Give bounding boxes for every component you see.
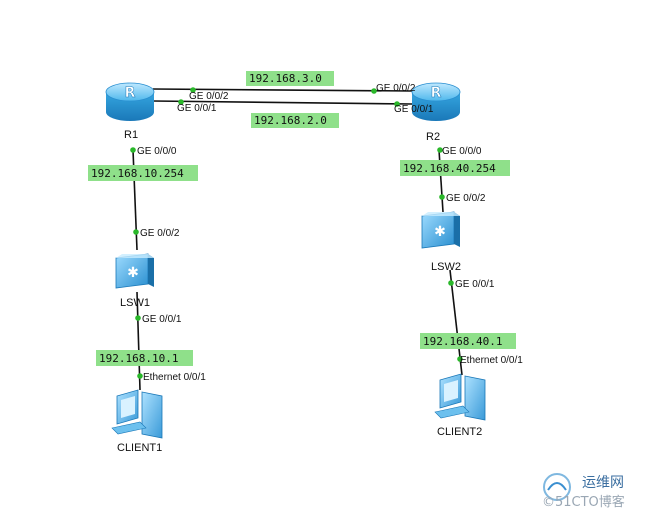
svg-text:✱: ✱ [127, 265, 139, 281]
port-label-lsw2-down: GE 0/0/1 [455, 279, 495, 290]
port-label-client2: Ethernet 0/0/1 [460, 355, 523, 366]
port-dot-r1-bottom [178, 99, 184, 105]
watermark-site: 运维网 [582, 475, 624, 491]
link-r1-r2-top[interactable] [152, 88, 413, 92]
port-label-r2-top: GE 0/0/2 [376, 83, 416, 94]
network-label-r2-down: 192.168.40.254 [400, 160, 510, 176]
router-r1[interactable]: R R1 [105, 82, 155, 141]
port-dot-lsw2-up [439, 194, 445, 200]
port-label-r1-top: GE 0/0/2 [189, 91, 229, 102]
watermark-logo-icon [543, 473, 571, 501]
port-dot-r2-down [437, 147, 443, 153]
router-icon: R [411, 82, 461, 121]
link-r2-lsw2[interactable] [438, 149, 444, 213]
svg-text:192.168.10.254: 192.168.10.254 [91, 167, 184, 180]
port-dot-lsw1-up [133, 229, 139, 235]
pc-icon [434, 373, 486, 421]
switch-lsw1-label: LSW1 [120, 297, 150, 309]
port-label-r2-down: GE 0/0/0 [442, 146, 482, 157]
network-label-client2: 192.168.40.1 [420, 333, 516, 349]
client2-label: CLIENT2 [437, 426, 482, 438]
svg-text:192.168.40.254: 192.168.40.254 [403, 162, 496, 175]
network-label-r1-r2-top: 192.168.3.0 [246, 71, 334, 86]
watermark-id: ©51CTO博客 [542, 494, 625, 510]
link-r1-r2-bottom[interactable] [152, 100, 413, 105]
svg-text:R: R [125, 85, 136, 101]
pc-icon [111, 389, 163, 439]
port-label-lsw1-up: GE 0/0/2 [140, 228, 180, 239]
client-client2[interactable]: CLIENT2 [434, 373, 486, 438]
switch-icon: ✱ [421, 211, 460, 249]
port-dot-r1-top [190, 87, 196, 93]
switch-lsw1[interactable]: ✱ LSW1 [115, 253, 154, 309]
switch-lsw2-label: LSW2 [431, 261, 461, 273]
port-label-lsw2-up: GE 0/0/2 [446, 193, 486, 204]
svg-text:R: R [431, 85, 442, 101]
port-label-r1-down: GE 0/0/0 [137, 146, 177, 157]
port-dot-client1 [137, 373, 143, 379]
router-icon: R [105, 82, 155, 121]
router-r2[interactable]: R R2 [411, 82, 461, 143]
network-label-r1-down: 192.168.10.254 [88, 165, 198, 181]
switch-lsw2[interactable]: ✱ LSW2 [421, 211, 461, 273]
client1-label: CLIENT1 [117, 442, 162, 454]
svg-text:192.168.40.1: 192.168.40.1 [423, 335, 502, 348]
port-label-lsw1-down: GE 0/0/1 [142, 314, 182, 325]
port-dot-lsw2-down [448, 280, 454, 286]
port-dot-client2 [457, 356, 463, 362]
svg-text:192.168.2.0: 192.168.2.0 [254, 114, 327, 127]
svg-text:192.168.3.0: 192.168.3.0 [249, 72, 322, 85]
port-label-r1-bottom: GE 0/0/1 [177, 103, 217, 114]
port-dot-lsw1-down [135, 315, 141, 321]
port-label-client1: Ethernet 0/0/1 [143, 372, 206, 383]
port-label-r2-bottom: GE 0/0/1 [394, 104, 434, 115]
port-dot-r2-bottom [394, 101, 400, 107]
port-dot-r1-down [130, 147, 136, 153]
client-client1[interactable]: CLIENT1 [111, 389, 163, 454]
svg-text:192.168.10.1: 192.168.10.1 [99, 352, 178, 365]
watermark: 运维网 ©51CTO博客 [542, 473, 625, 510]
switch-icon: ✱ [115, 253, 154, 289]
network-label-client1: 192.168.10.1 [96, 350, 193, 366]
port-dot-r2-top [371, 88, 377, 94]
router-r2-label: R2 [426, 131, 440, 143]
svg-text:✱: ✱ [434, 224, 446, 240]
network-label-r1-r2-bottom: 192.168.2.0 [251, 113, 339, 128]
router-r1-label: R1 [124, 129, 138, 141]
